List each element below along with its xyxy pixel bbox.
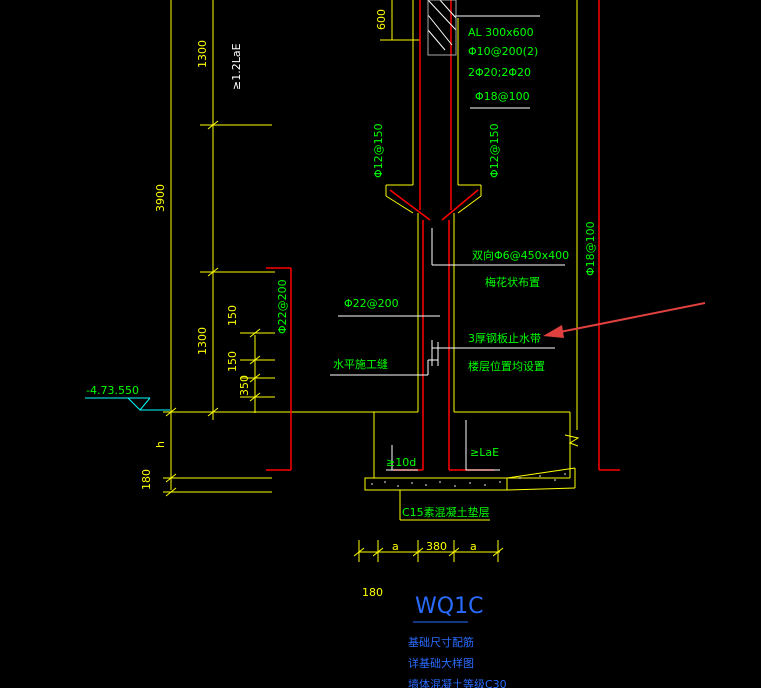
dim-3900: 3900 bbox=[154, 184, 167, 212]
label-phi18-100-right: Φ18@100 bbox=[584, 221, 597, 276]
lean-concrete-hatch bbox=[371, 473, 566, 487]
dim-h: h bbox=[154, 441, 167, 448]
label-tie-1: 双向Φ6@450x400 bbox=[472, 248, 569, 262]
note-3: 墙体混凝土等级C30 bbox=[408, 677, 507, 688]
dim-180-left: 180 bbox=[140, 469, 153, 490]
label-construction-joint: 水平施工缝 bbox=[333, 357, 388, 371]
label-elevation: -4.73.550 bbox=[86, 384, 139, 397]
label-al-3: 2Φ20;2Φ20 bbox=[468, 66, 531, 79]
wall-title: WQ1C bbox=[415, 594, 483, 619]
label-al-1: AL 300x600 bbox=[468, 26, 534, 39]
label-tie-2: 梅花状布置 bbox=[485, 275, 540, 289]
dim-a-right: a bbox=[470, 540, 477, 553]
label-lae-bottom: ≥LaE bbox=[470, 446, 499, 459]
label-al-2: Φ10@200(2) bbox=[468, 45, 538, 58]
dim-150-a: 150 bbox=[226, 305, 239, 326]
dim-1300-top: 1300 bbox=[196, 40, 209, 68]
dim-a-left: a bbox=[392, 540, 399, 553]
label-10d: ≥10d bbox=[386, 456, 416, 469]
label-waterstop-1: 3厚钢板止水带 bbox=[468, 331, 541, 345]
note-1: 基础尺寸配筋 bbox=[408, 635, 474, 649]
dim-180-bottom: 180 bbox=[362, 586, 383, 599]
elevation-marker bbox=[85, 397, 170, 411]
callout-arrow bbox=[543, 302, 706, 338]
label-phi12-150-right: Φ12@150 bbox=[488, 123, 501, 178]
dim-150-b: 150 bbox=[226, 351, 239, 372]
dim-1300-mid: 1300 bbox=[196, 327, 209, 355]
dim-350: 350 bbox=[238, 375, 251, 396]
label-lae-top: ≥1.2LaE bbox=[230, 43, 243, 90]
label-waterstop-2: 楼层位置均设置 bbox=[468, 359, 545, 373]
label-c15: C15素混凝土垫层 bbox=[402, 505, 490, 519]
label-phi22-200: Φ22@200 bbox=[344, 297, 399, 310]
rebar-lines bbox=[266, 0, 620, 471]
label-phi12-150-left: Φ12@150 bbox=[372, 123, 385, 178]
dim-600: 600 bbox=[375, 9, 388, 30]
yellow-geometry bbox=[163, 0, 580, 562]
note-2: 详基础大样图 bbox=[408, 656, 474, 670]
label-phi18-100: Φ18@100 bbox=[475, 90, 530, 103]
dim-380: 380 bbox=[426, 540, 447, 553]
label-phi22-200-side: Φ22@200 bbox=[276, 279, 289, 334]
leader-lines bbox=[330, 0, 565, 471]
